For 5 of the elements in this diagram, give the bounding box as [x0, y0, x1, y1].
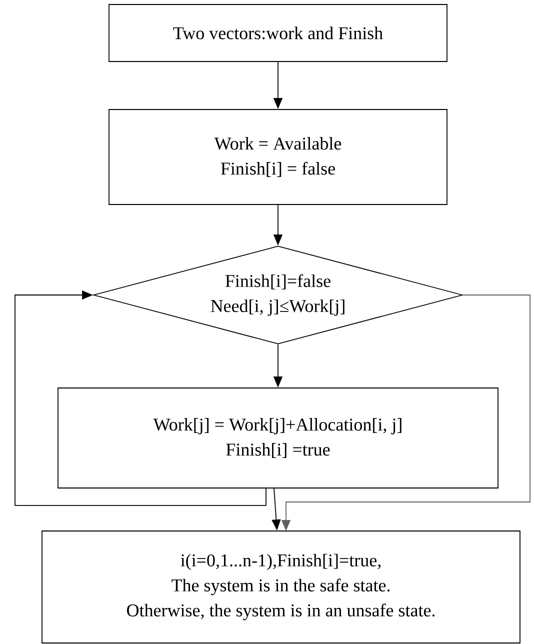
arrow: [14, 290, 266, 506]
process-box: Work = Available Finish[i] = false: [108, 109, 448, 205]
process-box: Work[j] = Work[j]+Allocation[i, j] Finish[i] =true: [58, 388, 498, 488]
process-box: Two vectors:work and Finish: [108, 4, 448, 62]
process-box: i(i=0,1...n-1),Finish[i]=true, The system is in the safe state. Otherwise, the system is in an unsafe state.: [42, 530, 520, 644]
